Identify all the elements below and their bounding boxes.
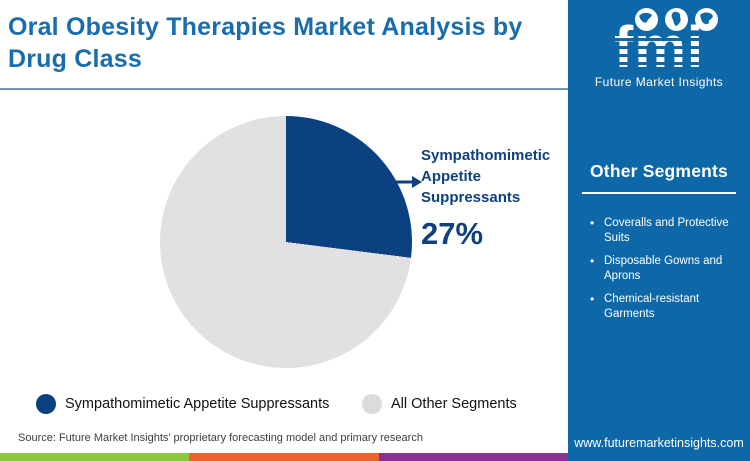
stripe-orange bbox=[189, 453, 379, 461]
sidebar-heading-underline bbox=[582, 192, 736, 194]
header-divider bbox=[0, 88, 568, 90]
callout-label: Sympathomimetic Appetite Suppressants bbox=[421, 147, 551, 206]
globe-asia-icon bbox=[694, 8, 718, 31]
legend-item: All Other Segments bbox=[362, 394, 517, 414]
fmi-logo: fmi Future Market Insights bbox=[568, 0, 750, 89]
stripe-purple bbox=[379, 453, 568, 461]
callout-arrow-icon bbox=[394, 176, 422, 188]
globe-americas-icon bbox=[634, 8, 658, 31]
legend-item: Sympathomimetic Appetite Suppressants bbox=[36, 394, 329, 414]
legend-label: All Other Segments bbox=[391, 396, 517, 412]
pie-chart bbox=[160, 116, 412, 368]
legend-label: Sympathomimetic Appetite Suppressants bbox=[65, 396, 330, 412]
sidebar: fmi Future Market Insights Other Segment… bbox=[568, 0, 750, 461]
logo-tagline: Future Market Insights bbox=[594, 75, 724, 89]
globe-europe-icon bbox=[664, 8, 688, 31]
sidebar-heading: Other Segments bbox=[590, 161, 728, 181]
website-url[interactable]: www.futuremarketinsights.com bbox=[574, 436, 744, 450]
other-segments-list: Coveralls and Protective Suits Disposabl… bbox=[568, 216, 750, 322]
logo-wordmark: fmi bbox=[608, 19, 710, 77]
list-item: Disposable Gowns and Aprons bbox=[590, 254, 736, 284]
stripe-green bbox=[0, 453, 189, 461]
legend-swatch-blue bbox=[36, 394, 56, 414]
list-item: Coveralls and Protective Suits bbox=[590, 216, 736, 246]
list-item: Chemical-resistant Garments bbox=[590, 292, 736, 322]
source-note: Source: Future Market Insights’ propriet… bbox=[18, 432, 423, 444]
logo-globes bbox=[602, 8, 750, 31]
page-title: Oral Obesity Therapies Market Analysis b… bbox=[8, 13, 523, 73]
callout-value: 27% bbox=[421, 216, 484, 251]
legend-swatch-gray bbox=[362, 394, 382, 414]
footer-stripe bbox=[0, 453, 568, 461]
